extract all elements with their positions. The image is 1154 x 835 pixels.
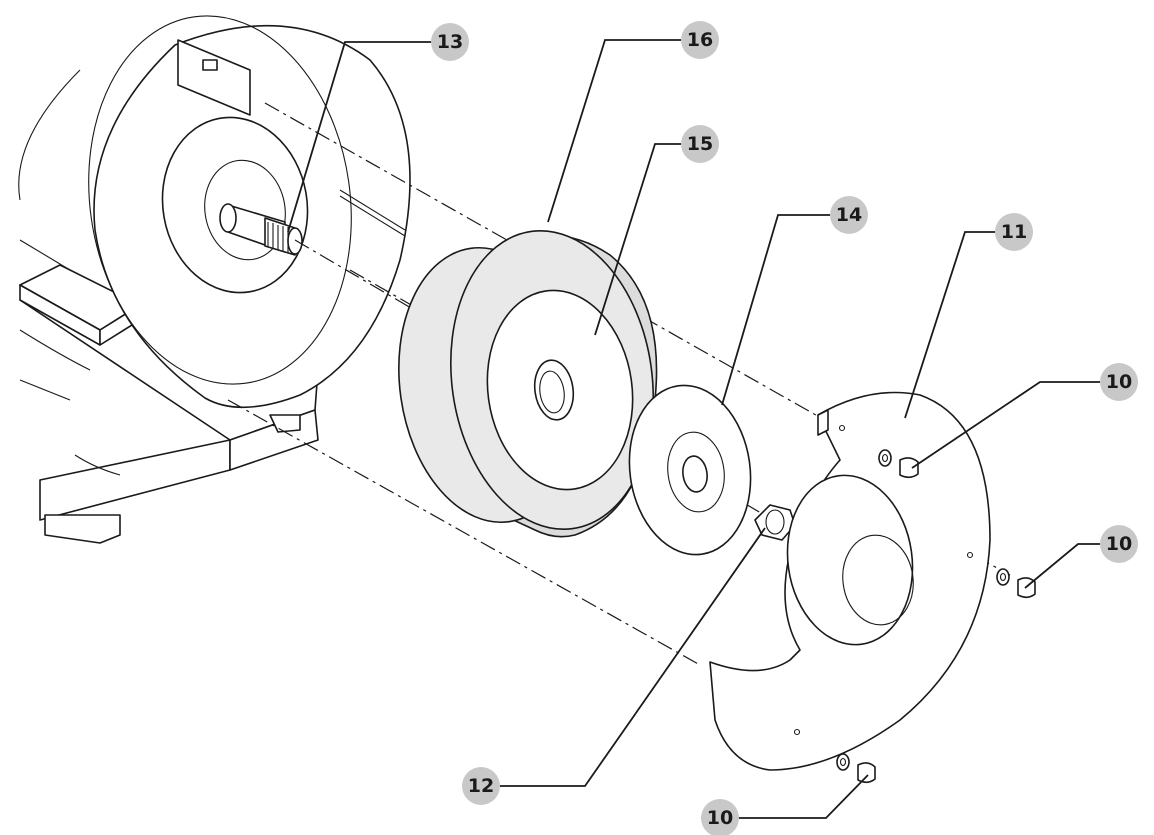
callout-10-bottom: 10 <box>701 799 739 835</box>
callout-10-middle: 10 <box>1100 525 1138 563</box>
callout-12-label: 12 <box>468 775 494 797</box>
callout-14: 14 <box>830 196 868 234</box>
callout-13: 13 <box>431 23 469 61</box>
callout-10-top: 10 <box>1100 363 1138 401</box>
callout-11-label: 11 <box>1001 221 1027 243</box>
callout-15: 15 <box>681 125 719 163</box>
callout-10-bottom-label: 10 <box>707 807 733 829</box>
callout-13-label: 13 <box>437 31 463 53</box>
callout-15-label: 15 <box>687 133 713 155</box>
grinder-housing <box>18 15 411 544</box>
flange-washer <box>628 384 752 556</box>
callout-12: 12 <box>462 767 500 805</box>
callout-16: 16 <box>681 21 719 59</box>
guard-cover <box>709 391 991 771</box>
callout-10-middle-label: 10 <box>1106 533 1132 555</box>
leader-lines <box>287 39 1100 819</box>
callout-11: 11 <box>995 213 1033 251</box>
grinding-wheel <box>398 230 658 538</box>
callout-14-label: 14 <box>836 204 862 226</box>
cover-screws <box>836 449 1036 784</box>
callout-10-top-label: 10 <box>1106 371 1132 393</box>
callout-16-label: 16 <box>687 29 713 51</box>
